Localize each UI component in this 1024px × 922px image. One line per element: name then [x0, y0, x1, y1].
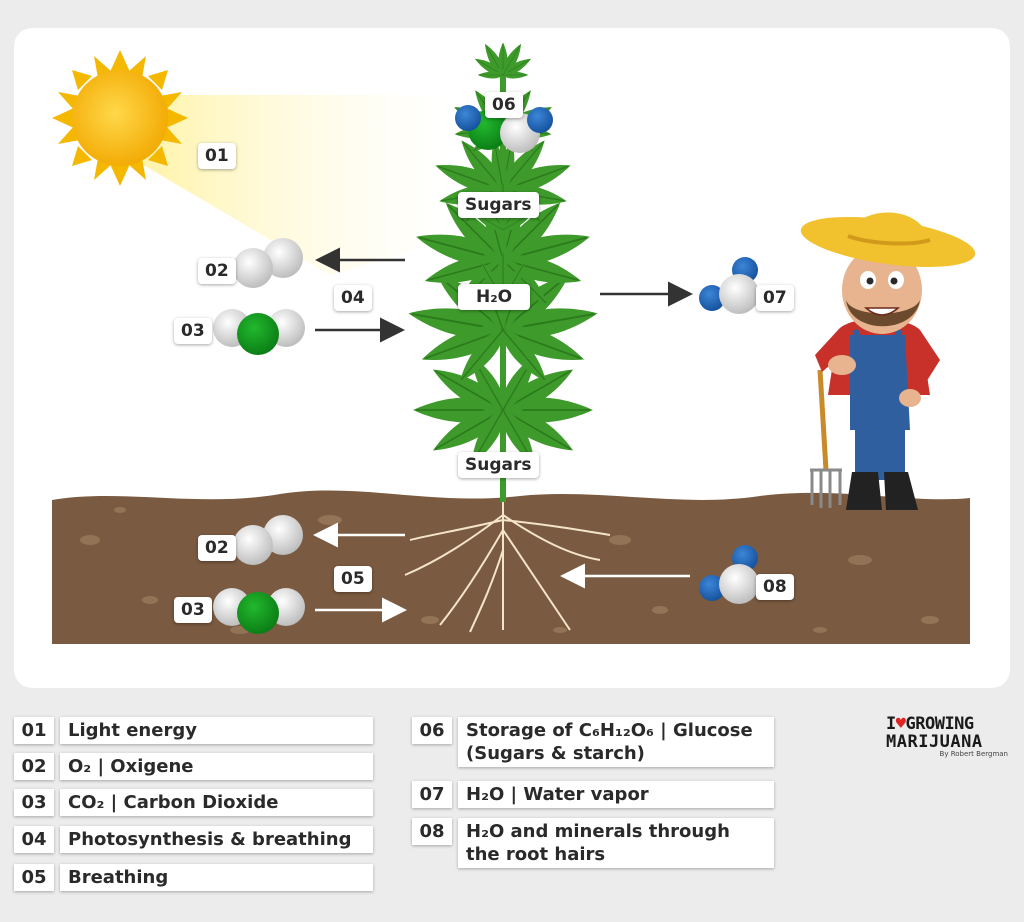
tag-03: 03	[174, 318, 212, 344]
brand-logo: I♥GROWING MARIJUANA By Robert Bergman	[886, 714, 1016, 758]
root-hairs	[404, 500, 611, 633]
label-sugars-bottom: Sugars	[458, 452, 539, 478]
legend-item-04: 04 Photosynthesis & breathing	[14, 826, 373, 853]
legend-text: Storage of C₆H₁₂O₆ | Glucose	[466, 720, 753, 741]
logo-line1: I♥GROWING	[886, 714, 1016, 734]
tag-02-soil: 02	[198, 535, 236, 561]
o2-molecule-icon	[233, 238, 303, 288]
legend-text: Photosynthesis & breathing	[60, 826, 373, 853]
legend-number: 02	[14, 753, 54, 780]
logo-byline: By Robert Bergman	[939, 750, 1008, 758]
logo-line2: MARIJUANA	[886, 732, 983, 752]
legend-number: 06	[412, 717, 452, 744]
legend-text: O₂ | Oxigene	[60, 753, 373, 780]
legend-number: 07	[412, 781, 452, 808]
label-sugars-top: Sugars	[458, 192, 539, 218]
tag-03-soil: 03	[174, 597, 212, 623]
legend-item-08: 08 H₂O and minerals through the root hai…	[412, 818, 774, 868]
label-h2o: H₂O	[458, 284, 531, 310]
sun-beam	[135, 95, 450, 275]
legend-text: H₂O | Water vapor	[458, 781, 774, 808]
glucose-molecule-icon	[455, 105, 553, 153]
legend-number: 03	[14, 789, 54, 816]
legend-number: 01	[14, 717, 54, 744]
legend-text: Breathing	[60, 864, 373, 891]
legend-text-line2: the root hairs	[466, 844, 606, 865]
legend-number: 04	[14, 826, 54, 853]
water-soil-molecule-icon	[699, 545, 759, 604]
tag-02: 02	[198, 258, 236, 284]
legend-item-03: 03 CO₂ | Carbon Dioxide	[14, 789, 373, 816]
water-vapor-molecule-icon	[699, 257, 759, 314]
logo-i: I	[886, 714, 896, 734]
photosynthesis-scene	[52, 0, 976, 644]
legend-item-01: 01 Light energy	[14, 717, 373, 744]
legend-number: 05	[14, 864, 54, 891]
tag-05: 05	[334, 566, 372, 592]
tag-08: 08	[756, 574, 794, 600]
legend-text: Light energy	[60, 717, 373, 744]
legend-item-07: 07 H₂O | Water vapor	[412, 781, 774, 808]
tag-07: 07	[756, 285, 794, 311]
sun-icon	[52, 50, 188, 186]
legend-text: H₂O and minerals through	[466, 821, 730, 842]
tag-04: 04	[334, 285, 372, 311]
legend-item-05: 05 Breathing	[14, 864, 373, 891]
legend-number: 08	[412, 818, 452, 845]
co2-soil-molecule-icon	[213, 588, 305, 634]
legend-item-06: 06 Storage of C₆H₁₂O₆ | Glucose (Sugars …	[412, 717, 774, 767]
tag-06: 06	[485, 92, 523, 118]
legend-item-02: 02 O₂ | Oxigene	[14, 753, 373, 780]
co2-molecule-icon	[213, 309, 305, 355]
logo-growing: GROWING	[905, 714, 975, 734]
tag-01: 01	[198, 143, 236, 169]
legend-text-line2: (Sugars & starch)	[466, 743, 645, 764]
heart-icon: ♥	[895, 714, 906, 734]
legend-text: CO₂ | Carbon Dioxide	[60, 789, 373, 816]
farmer-character	[800, 212, 976, 510]
o2-soil-molecule-icon	[233, 515, 303, 565]
